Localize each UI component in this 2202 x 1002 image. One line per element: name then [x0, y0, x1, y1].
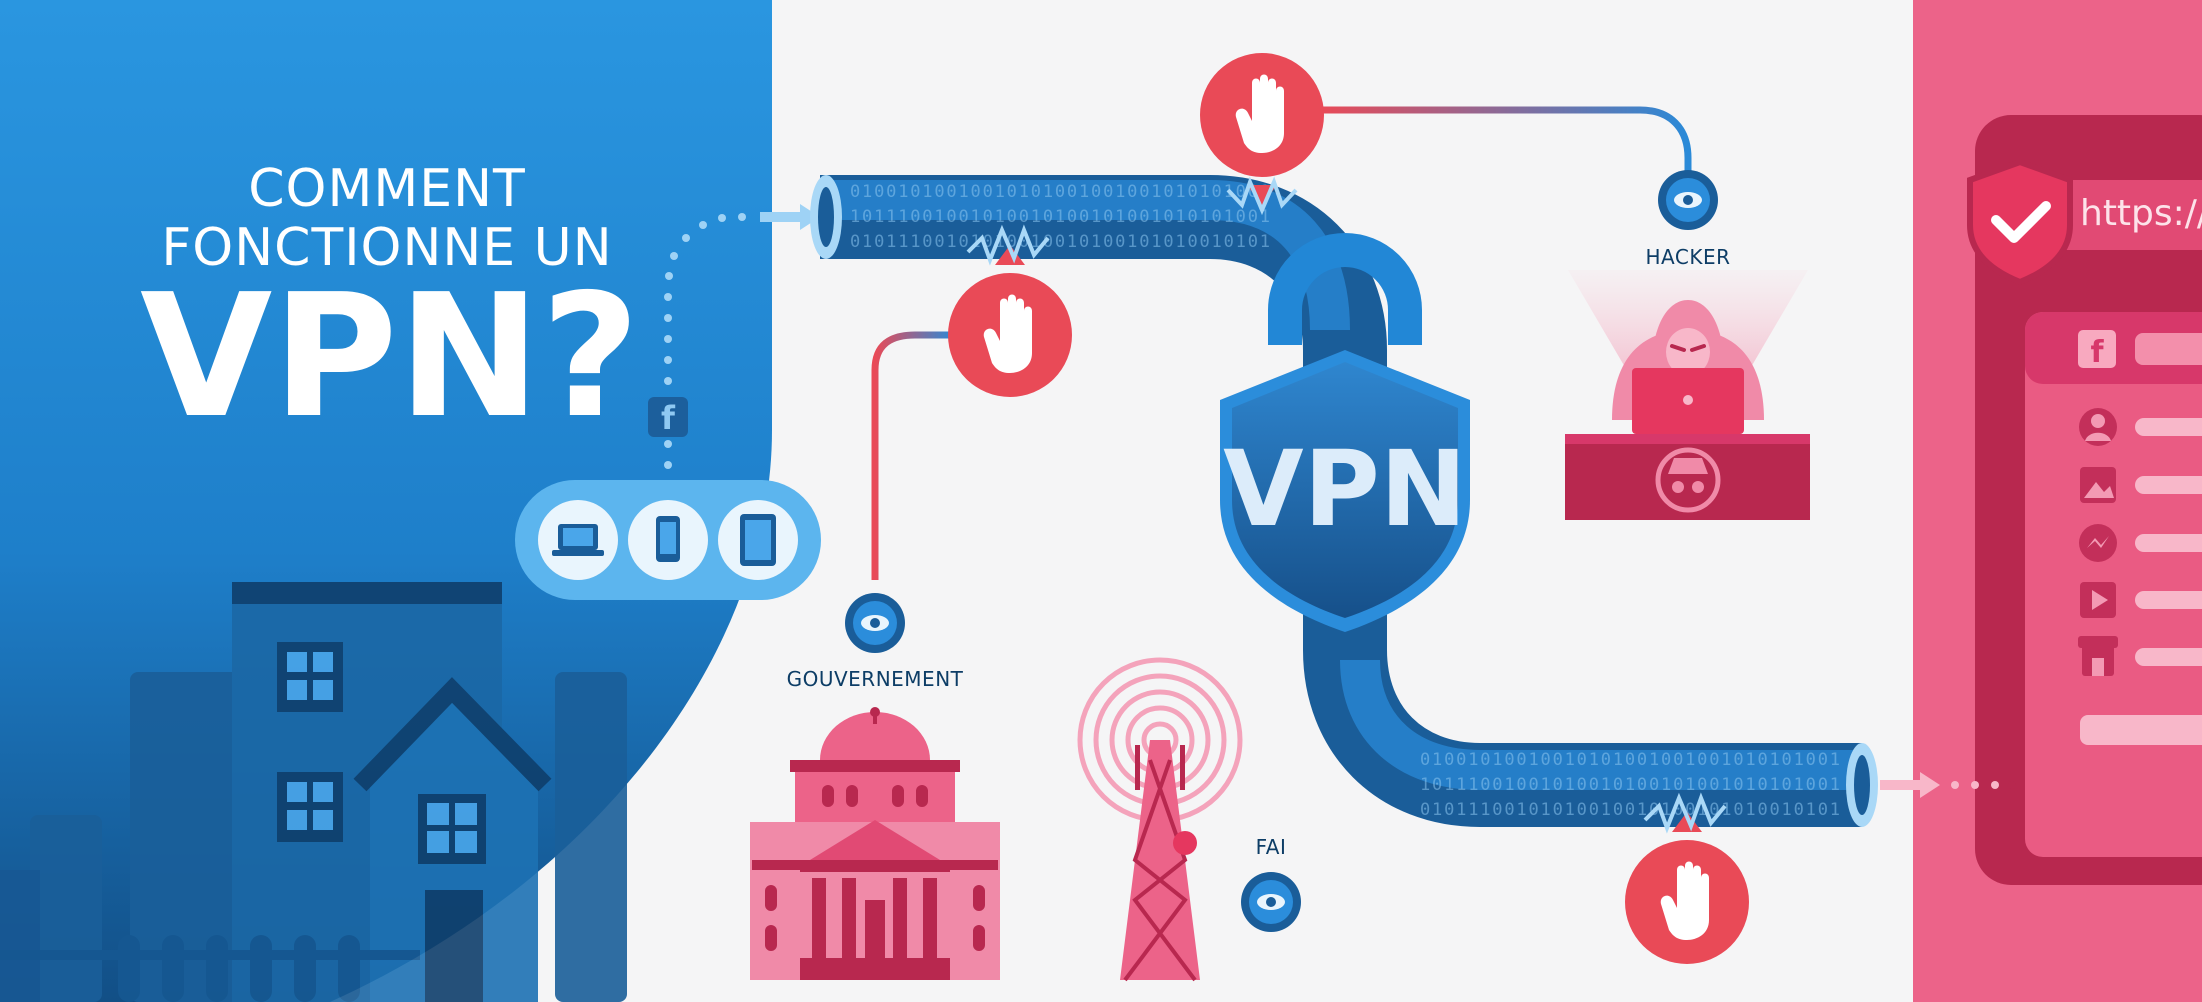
title-line-1: COMMENT [248, 159, 526, 219]
binary-row-4: 01001010010010101001001001010101001 [1420, 750, 1840, 770]
tablet-icon [740, 514, 776, 566]
devices-group [515, 480, 821, 600]
phone-icon [656, 516, 680, 562]
block-government [948, 224, 1072, 397]
city-skyline [0, 582, 627, 1002]
messenger-icon [2079, 524, 2117, 562]
eye-icon [1658, 170, 1718, 230]
government-building-icon [750, 707, 1000, 980]
isp-label: FAI [1256, 835, 1287, 859]
browser-panel: https:// f [1913, 0, 2202, 1002]
hand-stop-icon [1235, 74, 1284, 153]
isp-node: FAI [1241, 835, 1630, 932]
hacker-node: HACKER [1320, 106, 1810, 520]
title-line-2: FONCTIONNE UN [161, 218, 612, 278]
left-panel [0, 0, 772, 1002]
government-label: GOUVERNEMENT [787, 667, 964, 691]
binary-row-5: 10111001001010010100101001010101001 [1420, 775, 1840, 795]
antenna-tower-icon [1077, 657, 1243, 982]
eye-icon [1241, 872, 1301, 932]
shop-icon [2078, 636, 2118, 676]
binary-row-6: 01011100101010010010100101010010101 [1420, 800, 1840, 820]
svg-text:f: f [661, 399, 676, 437]
title-block: COMMENT FONCTIONNE UN VPN? [140, 159, 640, 456]
binary-row-1: 01001010010010101001001001010101001 [850, 182, 1270, 202]
shield-check-icon [1967, 158, 2073, 286]
browser-url: https:// [2080, 193, 2202, 234]
title-line-3: VPN? [140, 258, 640, 456]
facebook-icon: f [648, 397, 688, 437]
hacker-label: HACKER [1646, 245, 1731, 269]
user-icon [2079, 408, 2117, 446]
output-link [1880, 772, 2016, 798]
hand-stop-icon [983, 294, 1032, 373]
incognito-icon [1655, 447, 1721, 513]
svg-text:f: f [2090, 335, 2104, 370]
play-icon [2080, 582, 2116, 618]
vpn-label: VPN [1223, 428, 1467, 550]
eye-icon [845, 593, 905, 653]
block-hacker [1200, 53, 1324, 216]
binary-row-3: 01011100101010010010100101010010101 [850, 232, 1270, 252]
block-isp [1625, 792, 1749, 964]
vpn-shield: VPN [1220, 233, 1470, 632]
facebook-icon: f [2078, 330, 2116, 370]
binary-row-2: 10111001001010010100101001010101001 [850, 207, 1270, 227]
hacker-icon [1565, 270, 1810, 520]
government-node: GOUVERNEMENT [750, 331, 1000, 980]
laptop-icon [552, 524, 604, 556]
image-icon [2080, 467, 2116, 503]
hand-stop-icon [1660, 861, 1709, 940]
